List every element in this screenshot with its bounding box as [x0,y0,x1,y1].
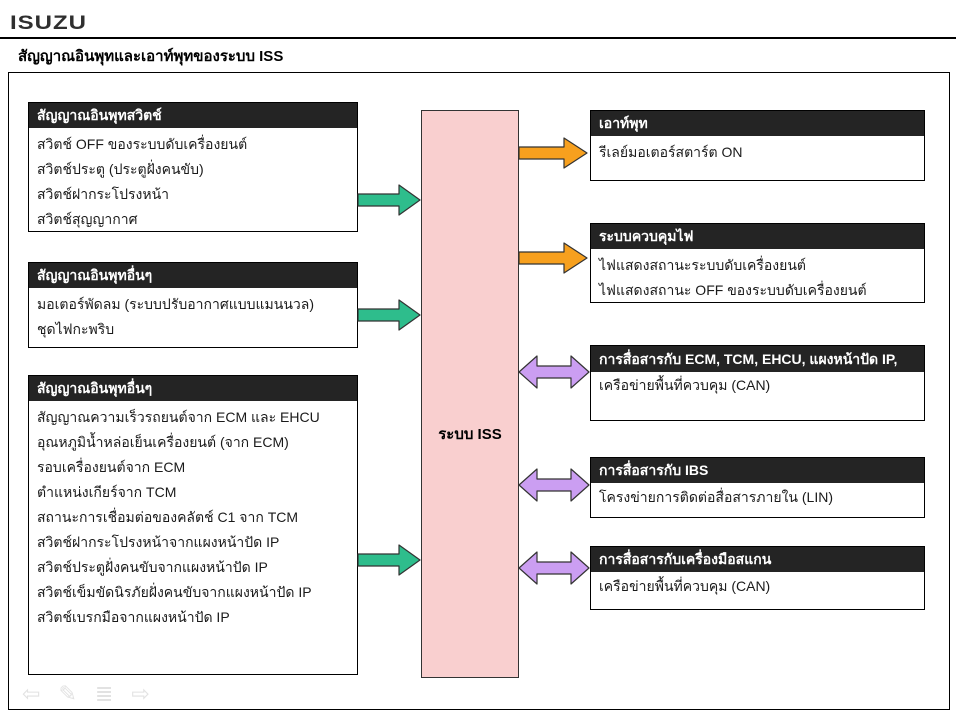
input-arrow-other-1 [357,299,421,331]
signal-item: ตำแหน่งเกียร์จาก TCM [37,484,177,500]
box-body: ไฟแสดงสถานะระบบดับเครื่องยนต์ ไฟแสดงสถาน… [591,249,924,307]
box-header: การสื่อสารกับ ECM, TCM, EHCU, แผงหน้าปัด… [591,346,924,372]
comm-arrow-ecm [518,355,590,389]
signal-item: สวิตช์ประตูฝั่งคนขับจากแผงหน้าปัด IP [37,559,268,575]
list-icon[interactable]: ≣ [94,681,114,706]
box-body: เครือข่ายพื้นที่ควบคุม (CAN) [591,372,924,420]
scan-tool-communication-box: การสื่อสารกับเครื่องมือสแกน เครือข่ายพื้… [590,546,925,610]
viewer-toolbar: ⇦ ✎ ≣ ⇨ [22,682,150,706]
input-switch-signals-box: สัญญาณอินพุทสวิตช์ สวิตช์ OFF ของระบบดับ… [28,102,358,232]
light-control-box: ระบบควบคุมไฟ ไฟแสดงสถานะระบบดับเครื่องยน… [590,223,925,303]
forward-arrow-icon[interactable]: ⇨ [131,681,150,706]
iss-system-label: ระบบ ISS [438,425,502,443]
header-divider [0,37,956,39]
box-header: การสื่อสารกับเครื่องมือสแกน [591,547,924,572]
isuzu-logo: ISUZU [10,12,87,35]
box-header: ระบบควบคุมไฟ [591,224,924,249]
other-input-signals-box-2: สัญญาณอินพุทอื่นๆ สัญญาณความเร็วรถยนต์จา… [28,375,358,675]
box-body: เครือข่ายพื้นที่ควบคุม (CAN) [591,572,924,609]
signal-item: ไฟแสดงสถานะ OFF ของระบบดับเครื่องยนต์ [599,282,867,298]
signal-item: มอเตอร์พัดลม (ระบบปรับอากาศแบบแมนนวล) [37,296,315,312]
page-title: สัญญาณอินพุทและเอาท์พุทของระบบ ISS [18,48,284,65]
signal-item: อุณหภูมิน้ำหล่อเย็นเครื่องยนต์ (จาก ECM) [37,434,289,450]
input-arrow-switch [357,184,421,216]
signal-item: สัญญาณความเร็วรถยนต์จาก ECM และ EHCU [37,409,320,425]
signal-item: เครือข่ายพื้นที่ควบคุม (CAN) [599,578,771,594]
comm-arrow-ibs [518,468,590,502]
box-body: โครงข่ายการติดต่อสื่อสารภายใน (LIN) [591,483,924,517]
signal-item: สวิตช์ฝากระโปรงหน้าจากแผงหน้าปัด IP [37,534,280,550]
box-header: สัญญาณอินพุทอื่นๆ [29,263,357,288]
box-body: มอเตอร์พัดลม (ระบบปรับอากาศแบบแมนนวล) ชุ… [29,288,357,347]
signal-item: โครงข่ายการติดต่อสื่อสารภายใน (LIN) [599,489,833,505]
signal-item: สวิตช์เข็มขัดนิรภัยฝั่งคนขับจากแผงหน้าปั… [37,584,312,600]
comm-arrow-scan-tool [518,551,590,585]
iss-system-box: ระบบ ISS [421,110,519,678]
signal-item: สวิตช์ OFF ของระบบดับเครื่องยนต์ [37,136,248,152]
signal-item: ไฟแสดงสถานะระบบดับเครื่องยนต์ [599,257,806,273]
ibs-communication-box: การสื่อสารกับ IBS โครงข่ายการติดต่อสื่อส… [590,457,925,518]
signal-item: สวิตช์เบรกมือจากแผงหน้าปัด IP [37,609,230,625]
back-arrow-icon[interactable]: ⇦ [22,681,41,706]
signal-item: รอบเครื่องยนต์จาก ECM [37,459,186,475]
output-arrow-starter [518,137,588,169]
signal-item: ชุดไฟกะพริบ [37,321,115,337]
signal-item: สถานะการเชื่อมต่อของคลัตช์ C1 จาก TCM [37,509,299,525]
box-body: สวิตช์ OFF ของระบบดับเครื่องยนต์ สวิตช์ป… [29,128,357,236]
signal-item: สวิตช์ประตู (ประตูฝั่งคนขับ) [37,161,204,177]
signal-item: สวิตช์ฝากระโปรงหน้า [37,186,170,202]
other-input-signals-box-1: สัญญาณอินพุทอื่นๆ มอเตอร์พัดลม (ระบบปรับ… [28,262,358,348]
signal-item: สวิตช์สุญญากาศ [37,211,138,227]
box-body: รีเลย์มอเตอร์สตาร์ต ON [591,136,924,180]
box-header: สัญญาณอินพุทสวิตช์ [29,103,357,128]
signal-item: รีเลย์มอเตอร์สตาร์ต ON [599,144,743,160]
input-arrow-other-2 [357,544,421,576]
box-header: สัญญาณอินพุทอื่นๆ [29,376,357,401]
box-header: การสื่อสารกับ IBS [591,458,924,483]
output-arrow-lights [518,242,588,274]
pencil-icon[interactable]: ✎ [58,681,77,706]
signal-item: เครือข่ายพื้นที่ควบคุม (CAN) [599,377,771,393]
box-header: เอาท์พุท [591,111,924,136]
output-box: เอาท์พุท รีเลย์มอเตอร์สตาร์ต ON [590,110,925,181]
box-body: สัญญาณความเร็วรถยนต์จาก ECM และ EHCU อุณ… [29,401,357,674]
ecm-communication-box: การสื่อสารกับ ECM, TCM, EHCU, แผงหน้าปัด… [590,345,925,421]
